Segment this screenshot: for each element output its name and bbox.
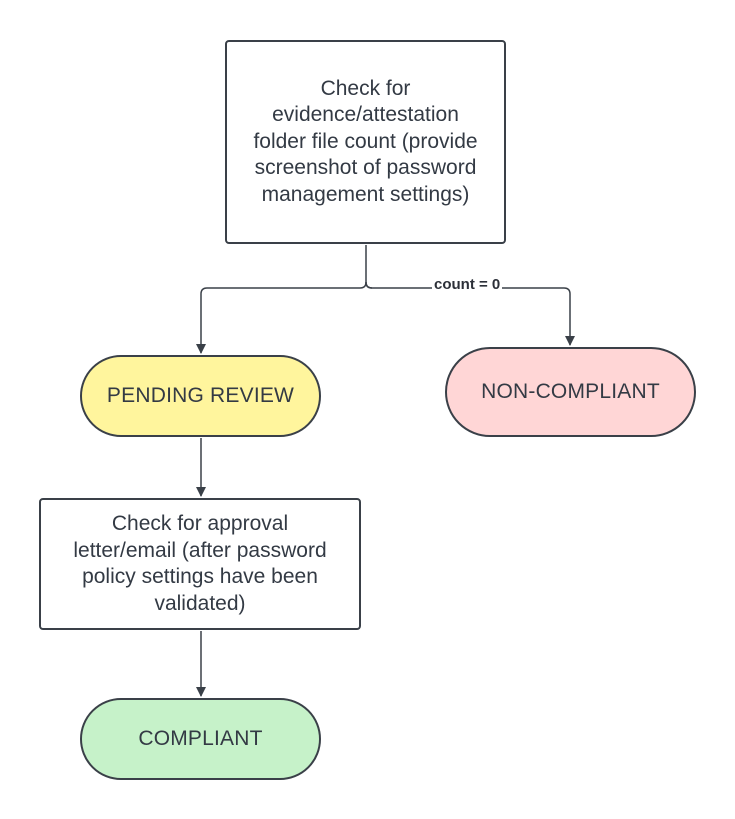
pending-review-terminal: PENDING REVIEW (80, 355, 321, 437)
count-zero-edge-label: count = 0 (432, 276, 503, 294)
edge-trunk (365, 245, 373, 289)
non-compliant-text: NON-COMPLIANT (481, 379, 660, 403)
non-compliant-terminal: NON-COMPLIANT (445, 347, 696, 437)
compliant-terminal: COMPLIANT (80, 698, 321, 780)
compliant-text: COMPLIANT (138, 726, 263, 750)
edge-to-pending-review (196, 281, 367, 354)
check-approval-text: Check for approval letter/email (after p… (73, 512, 327, 615)
check-evidence-process-box: Check for evidence/attestation folder fi… (225, 40, 506, 244)
check-approval-process-box: Check for approval letter/email (after p… (39, 498, 361, 630)
pending-review-text: PENDING REVIEW (106, 383, 295, 407)
edge-to-non-compliant (365, 281, 575, 346)
check-evidence-text: Check for evidence/attestation folder fi… (253, 76, 478, 206)
